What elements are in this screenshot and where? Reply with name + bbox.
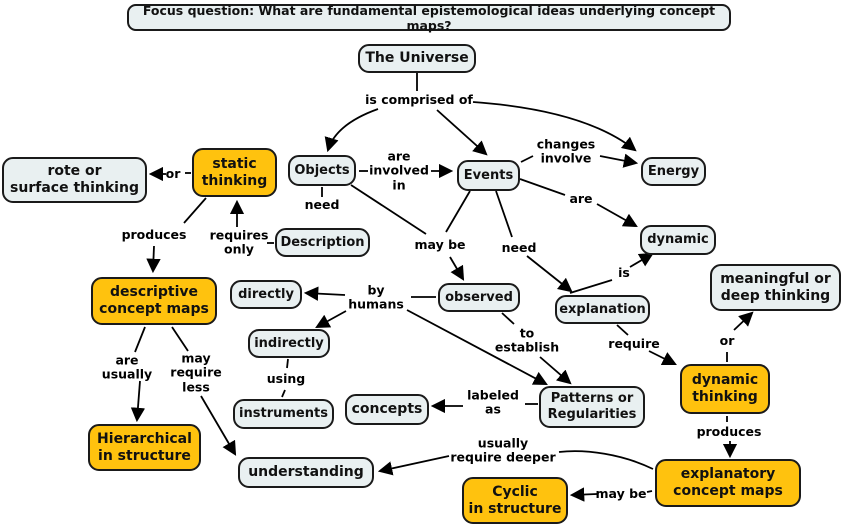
- concept-cyclic-structure[interactable]: Cyclic in structure: [462, 477, 568, 524]
- link-or-static-rote[interactable]: or: [165, 165, 181, 181]
- link-are-events-dynamic[interactable]: are: [569, 190, 593, 206]
- concept-description[interactable]: Description: [275, 228, 370, 257]
- concept-descriptive-concept-maps[interactable]: descriptive concept maps: [91, 277, 217, 325]
- concept-rote-surface-thinking[interactable]: rote or surface thinking: [2, 157, 147, 203]
- link-are-involved-in[interactable]: are involved in: [369, 148, 429, 193]
- link-usually-require-deeper[interactable]: usually require deeper: [450, 435, 556, 465]
- concept-directly[interactable]: directly: [230, 280, 302, 309]
- link-is-explanation-dynamic[interactable]: is: [618, 264, 630, 280]
- link-produces-static[interactable]: produces: [121, 226, 187, 242]
- link-need-objects[interactable]: need: [304, 196, 340, 212]
- link-may-be-observed[interactable]: may be: [414, 236, 466, 252]
- concept-explanation[interactable]: explanation: [555, 295, 650, 324]
- concept-dynamic[interactable]: dynamic: [640, 225, 716, 255]
- link-or-dynamic-meaningful[interactable]: or: [719, 332, 735, 348]
- concept-observed[interactable]: observed: [438, 283, 520, 312]
- link-require-explanation[interactable]: require: [608, 335, 660, 351]
- concept-explanatory-concept-maps[interactable]: explanatory concept maps: [655, 459, 801, 507]
- link-using[interactable]: using: [266, 370, 306, 386]
- link-requires-only[interactable]: requires only: [209, 227, 269, 257]
- concept-meaningful-deep-thinking[interactable]: meaningful or deep thinking: [710, 264, 841, 311]
- concept-hierarchical-structure[interactable]: Hierarchical in structure: [88, 424, 201, 471]
- concept-patterns-regularities[interactable]: Patterns or Regularities: [539, 386, 645, 428]
- link-produces-dynamic[interactable]: produces: [696, 423, 762, 439]
- focus-question: Focus question: What are fundamental epi…: [127, 3, 731, 33]
- link-are-usually[interactable]: are usually: [101, 352, 153, 382]
- concept-understanding[interactable]: understanding: [238, 457, 374, 488]
- concept-instruments[interactable]: instruments: [233, 399, 334, 429]
- link-may-require-less[interactable]: may require less: [170, 350, 222, 395]
- link-may-be-cyclic[interactable]: may be: [595, 485, 647, 501]
- concept-indirectly[interactable]: indirectly: [248, 329, 330, 358]
- concept-objects[interactable]: Objects: [288, 155, 356, 186]
- concept-energy[interactable]: Energy: [641, 157, 706, 186]
- link-need-events[interactable]: need: [501, 239, 537, 255]
- link-by-humans[interactable]: by humans: [348, 282, 404, 312]
- concept-the-universe[interactable]: The Universe: [358, 44, 476, 73]
- link-is-comprised-of[interactable]: is comprised of: [365, 91, 473, 107]
- concept-events[interactable]: Events: [457, 160, 520, 191]
- link-to-establish[interactable]: to establish: [494, 325, 560, 355]
- concept-dynamic-thinking[interactable]: dynamic thinking: [680, 364, 770, 414]
- concept-static-thinking[interactable]: static thinking: [192, 148, 277, 197]
- link-labeled-as[interactable]: labeled as: [467, 387, 519, 417]
- concept-concepts[interactable]: concepts: [345, 394, 429, 425]
- link-changes-involve[interactable]: changes involve: [536, 136, 596, 166]
